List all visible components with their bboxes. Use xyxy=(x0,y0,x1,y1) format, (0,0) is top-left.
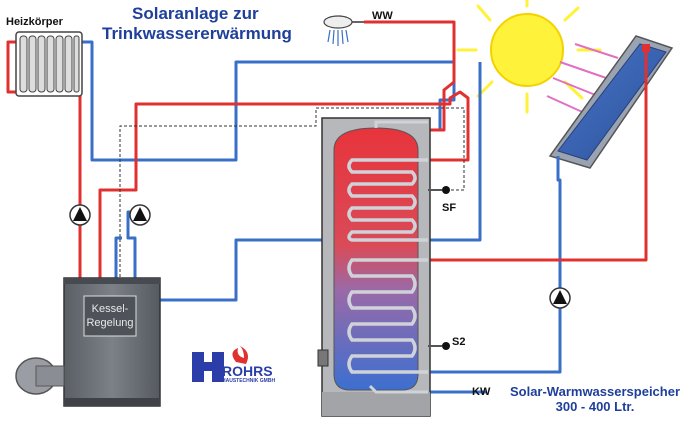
diagram-title-line1: Solaranlage zur xyxy=(132,4,259,23)
rohrs-logo: ROHRS xyxy=(192,346,273,382)
controller-label-line2: Regelung xyxy=(86,317,134,329)
hot-pipes xyxy=(6,20,648,282)
storage-tank xyxy=(317,117,431,417)
controller-label-line1: Kessel- xyxy=(91,303,129,315)
diagram-title-line2: Trinkwassererwärmung xyxy=(102,24,292,43)
pump-icon-radiator xyxy=(69,204,91,226)
solar-collector xyxy=(548,35,674,169)
radiator-icon xyxy=(15,31,83,97)
sensor-s2-icon xyxy=(442,342,450,350)
sensor-wire xyxy=(119,107,465,282)
hot-water-label: WW xyxy=(372,10,393,22)
svg-text:ROHRS: ROHRS xyxy=(222,363,273,379)
logo-subtitle: HAUSTECHNIK GMBH xyxy=(222,378,276,384)
cold-water-label: KW xyxy=(472,386,491,398)
controller-label: Kessel- Regelung xyxy=(84,302,136,330)
sensor-s2-label: S2 xyxy=(452,336,466,348)
pump-icon-solar xyxy=(549,287,571,309)
cold-pipes xyxy=(82,40,562,394)
sensor-sf-label: SF xyxy=(442,202,457,214)
storage-caption-line2: 300 - 400 Ltr. xyxy=(555,399,635,414)
storage-caption: Solar-Warmwasserspeicher 300 - 400 Ltr. xyxy=(500,384,690,414)
sensor-sf-icon xyxy=(442,186,450,194)
storage-caption-line1: Solar-Warmwasserspeicher xyxy=(509,384,681,399)
shower-icon xyxy=(323,15,364,46)
sun-icon xyxy=(456,0,602,114)
pump-icon-storage xyxy=(129,204,151,226)
boiler xyxy=(15,277,161,407)
radiator-label: Heizkörper xyxy=(6,16,63,28)
